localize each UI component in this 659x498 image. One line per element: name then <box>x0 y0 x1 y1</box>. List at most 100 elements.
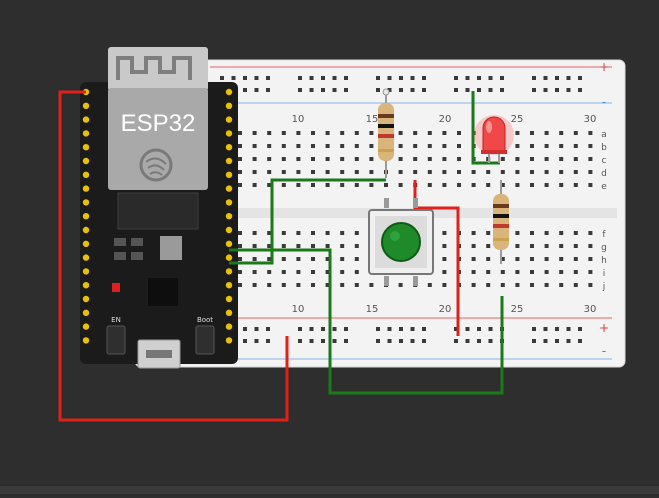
breadboard-hole[interactable] <box>454 88 458 92</box>
breadboard-hole[interactable] <box>281 131 286 135</box>
esp32-pin[interactable] <box>225 268 233 275</box>
breadboard-hole[interactable] <box>530 183 534 187</box>
red-led[interactable] <box>474 115 514 163</box>
breadboard-hole[interactable] <box>254 76 259 80</box>
breadboard-hole[interactable] <box>296 183 301 187</box>
breadboard-hole[interactable] <box>309 327 314 331</box>
breadboard-hole[interactable] <box>387 88 392 92</box>
breadboard-hole[interactable] <box>543 327 548 331</box>
breadboard-hole[interactable] <box>325 231 330 235</box>
breadboard-hole[interactable] <box>267 170 272 174</box>
breadboard-hole[interactable] <box>254 327 259 331</box>
breadboard-hole[interactable] <box>231 76 236 80</box>
breadboard-hole[interactable] <box>387 76 392 80</box>
breadboard-hole[interactable] <box>399 339 403 343</box>
breadboard-hole[interactable] <box>376 339 380 343</box>
breadboard-hole[interactable] <box>457 131 461 135</box>
breadboard-hole[interactable] <box>559 131 564 135</box>
boot-button[interactable] <box>195 325 215 355</box>
breadboard-hole[interactable] <box>471 283 476 287</box>
breadboard-hole[interactable] <box>486 170 491 174</box>
breadboard-hole[interactable] <box>410 88 415 92</box>
breadboard-hole[interactable] <box>321 339 325 343</box>
breadboard-hole[interactable] <box>267 244 272 248</box>
breadboard-hole[interactable] <box>559 170 564 174</box>
breadboard-hole[interactable] <box>340 231 345 235</box>
esp32-pin[interactable] <box>225 240 233 247</box>
breadboard-hole[interactable] <box>243 327 247 331</box>
breadboard-hole[interactable] <box>427 144 432 148</box>
breadboard-hole[interactable] <box>442 170 447 174</box>
breadboard-hole[interactable] <box>477 88 481 92</box>
breadboard-hole[interactable] <box>500 270 505 274</box>
esp32-pin[interactable] <box>82 254 90 261</box>
esp32-pin[interactable] <box>82 282 90 289</box>
breadboard-hole[interactable] <box>298 339 302 343</box>
breadboard-hole[interactable] <box>588 170 593 174</box>
breadboard-hole[interactable] <box>442 257 447 261</box>
breadboard-hole[interactable] <box>471 183 476 187</box>
breadboard-hole[interactable] <box>281 144 286 148</box>
breadboard-hole[interactable] <box>398 131 403 135</box>
breadboard-hole[interactable] <box>486 270 491 274</box>
wire-green-button[interactable] <box>229 178 386 265</box>
breadboard-hole[interactable] <box>311 244 315 248</box>
esp32-pin[interactable] <box>225 88 233 96</box>
breadboard-hole[interactable] <box>530 170 534 174</box>
breadboard-hole[interactable] <box>369 183 374 187</box>
breadboard-hole[interactable] <box>486 231 491 235</box>
breadboard-hole[interactable] <box>515 244 520 248</box>
breadboard-hole[interactable] <box>354 270 359 274</box>
breadboard-hole[interactable] <box>555 339 559 343</box>
breadboard-hole[interactable] <box>566 339 571 343</box>
breadboard-hole[interactable] <box>252 257 257 261</box>
breadboard-hole[interactable] <box>566 327 571 331</box>
breadboard-hole[interactable] <box>332 76 337 80</box>
breadboard-hole[interactable] <box>530 131 534 135</box>
breadboard-hole[interactable] <box>477 339 481 343</box>
breadboard-hole[interactable] <box>588 131 593 135</box>
breadboard-hole[interactable] <box>398 157 403 161</box>
breadboard-hole[interactable] <box>266 88 270 92</box>
breadboard-hole[interactable] <box>354 131 359 135</box>
breadboard-hole[interactable] <box>399 88 403 92</box>
breadboard-hole[interactable] <box>573 257 578 261</box>
breadboard-hole[interactable] <box>252 231 257 235</box>
esp32-pin[interactable] <box>225 185 233 192</box>
breadboard-hole[interactable] <box>344 76 348 80</box>
breadboard-hole[interactable] <box>559 157 564 161</box>
breadboard-hole[interactable] <box>566 88 571 92</box>
breadboard-hole[interactable] <box>515 131 520 135</box>
esp32-pin[interactable] <box>82 323 90 330</box>
breadboard-hole[interactable] <box>566 76 571 80</box>
en-button[interactable] <box>106 325 126 355</box>
breadboard-hole[interactable] <box>267 183 272 187</box>
breadboard-hole[interactable] <box>413 131 418 135</box>
breadboard-hole[interactable] <box>559 270 564 274</box>
breadboard-hole[interactable] <box>325 283 330 287</box>
breadboard-hole[interactable] <box>243 76 247 80</box>
esp32-pin[interactable] <box>82 116 90 123</box>
breadboard-hole[interactable] <box>555 327 559 331</box>
breadboard-hole[interactable] <box>515 157 520 161</box>
breadboard-hole[interactable] <box>559 257 564 261</box>
breadboard-hole[interactable] <box>309 339 314 343</box>
breadboard-hole[interactable] <box>238 283 242 287</box>
breadboard-hole[interactable] <box>486 257 491 261</box>
esp32-pin[interactable] <box>225 144 233 151</box>
breadboard-hole[interactable] <box>471 257 476 261</box>
breadboard-hole[interactable] <box>544 144 549 148</box>
breadboard-hole[interactable] <box>427 170 432 174</box>
breadboard-hole[interactable] <box>309 88 314 92</box>
breadboard-hole[interactable] <box>354 244 359 248</box>
breadboard-hole[interactable] <box>252 170 257 174</box>
breadboard-hole[interactable] <box>332 339 337 343</box>
breadboard-hole[interactable] <box>578 339 582 343</box>
breadboard-hole[interactable] <box>354 144 359 148</box>
breadboard-hole[interactable] <box>340 170 345 174</box>
breadboard-hole[interactable] <box>281 257 286 261</box>
breadboard-hole[interactable] <box>267 157 272 161</box>
breadboard-hole[interactable] <box>422 327 426 331</box>
esp32-pin[interactable] <box>82 337 90 344</box>
